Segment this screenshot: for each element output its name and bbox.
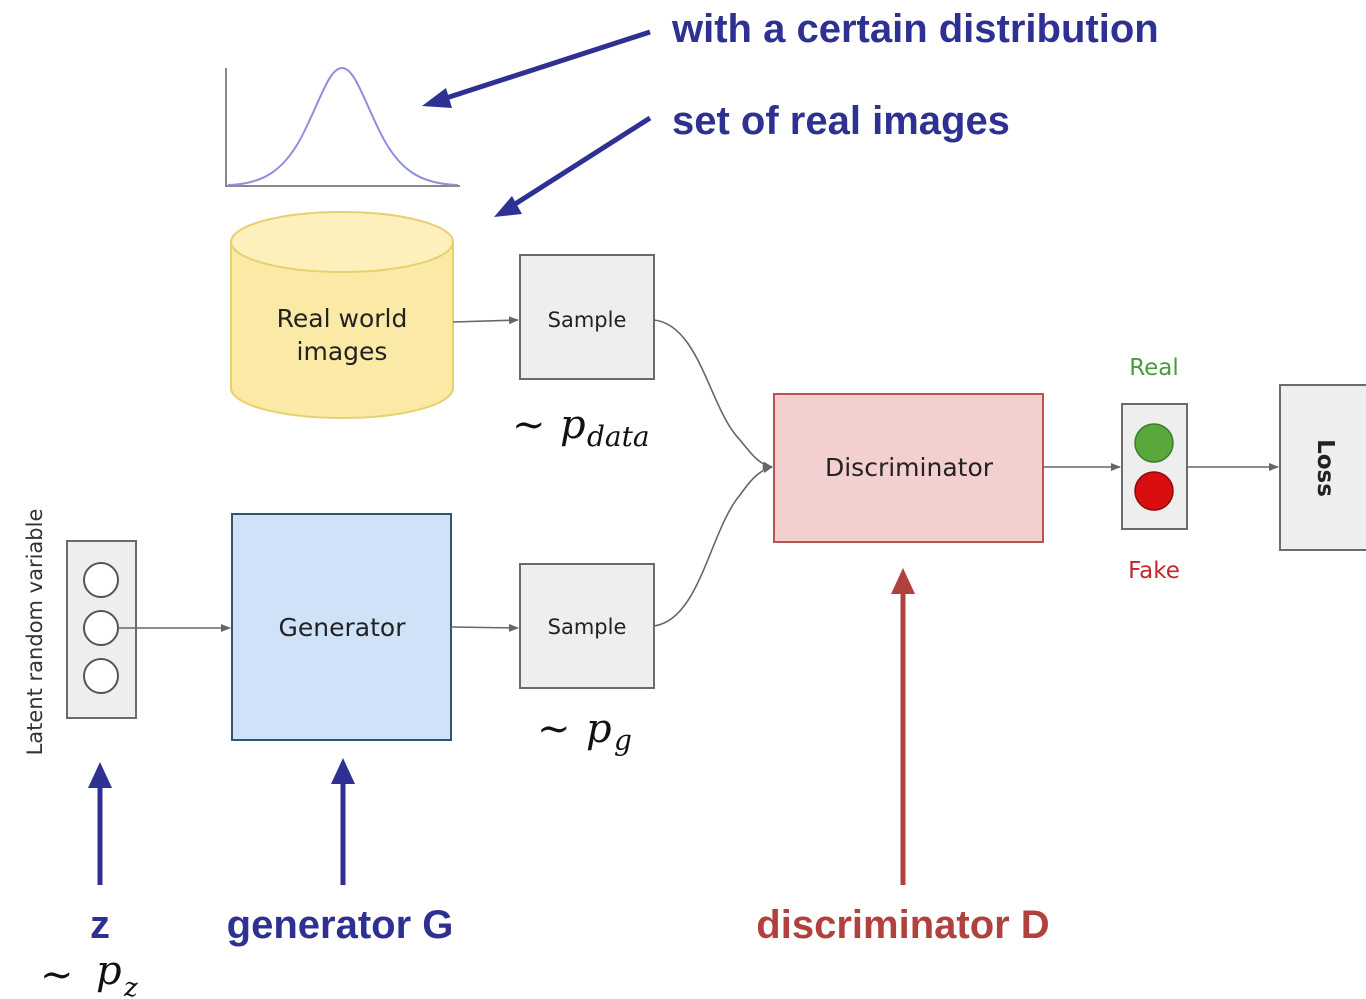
latent-variable-label: Latent random variable	[23, 509, 47, 756]
annotation-arrow-real-set	[494, 115, 652, 217]
p-data-label: ∼ p data	[512, 402, 650, 453]
latent-variable-box	[66, 540, 137, 719]
annotation-generator: generator G	[227, 903, 454, 947]
edge-generator-to-sample	[450, 623, 519, 632]
generator-label: Generator	[279, 613, 407, 642]
p-z-label: ∼ p z	[40, 948, 138, 999]
real-world-label-line2: images	[297, 337, 388, 366]
annotation-discriminator: discriminator D	[756, 903, 1049, 947]
latent-node-2	[83, 610, 119, 646]
annotation-z: z	[90, 903, 110, 947]
gaussian-curve	[227, 66, 459, 186]
p-data-symbol: p	[560, 402, 586, 448]
p-data-subscript: data	[587, 420, 650, 453]
sample-box-real: Sample	[519, 254, 655, 380]
fake-label: Fake	[1128, 558, 1180, 584]
p-z-symbol: p	[96, 948, 122, 994]
real-world-images-cylinder: Real world images	[230, 211, 454, 419]
annotation-real-set: set of real images	[672, 99, 1010, 143]
sample-box-generated: Sample	[519, 563, 655, 689]
annotation-arrow-discriminator	[891, 568, 915, 885]
real-world-label-line1: Real world	[277, 304, 408, 333]
annotation-arrow-generator	[331, 758, 355, 885]
latent-node-1	[83, 562, 119, 598]
annotation-distribution: with a certain distribution	[671, 7, 1159, 51]
p-g-subscript: g	[614, 724, 632, 757]
fake-light	[1134, 471, 1174, 511]
edge-images-to-sample	[452, 316, 519, 325]
loss-box: Loss	[1279, 384, 1366, 551]
loss-label: Loss	[1312, 439, 1338, 497]
p-g-label: ∼ p g	[537, 706, 632, 757]
real-label: Real	[1129, 355, 1179, 381]
edge-sample-generated-to-discriminator	[653, 465, 773, 627]
latent-node-3	[83, 658, 119, 694]
tilde-z: ∼	[40, 952, 74, 998]
distribution-plot	[225, 66, 460, 187]
generator-box: Generator	[231, 513, 452, 741]
tilde-data: ∼	[512, 402, 546, 448]
real-light	[1134, 423, 1174, 463]
discriminator-box: Discriminator	[773, 393, 1044, 543]
annotation-arrow-z	[88, 762, 112, 885]
real-fake-indicator	[1121, 403, 1188, 530]
p-g-symbol: p	[586, 706, 612, 752]
annotation-arrow-distribution	[422, 29, 651, 108]
sample-real-label: Sample	[548, 308, 627, 332]
connectors	[118, 316, 1279, 632]
edge-sample-real-to-discriminator	[653, 319, 773, 470]
tilde-g: ∼	[537, 706, 571, 752]
sample-generated-label: Sample	[548, 615, 627, 639]
p-z-subscript: z	[123, 973, 138, 999]
discriminator-label: Discriminator	[825, 453, 994, 482]
